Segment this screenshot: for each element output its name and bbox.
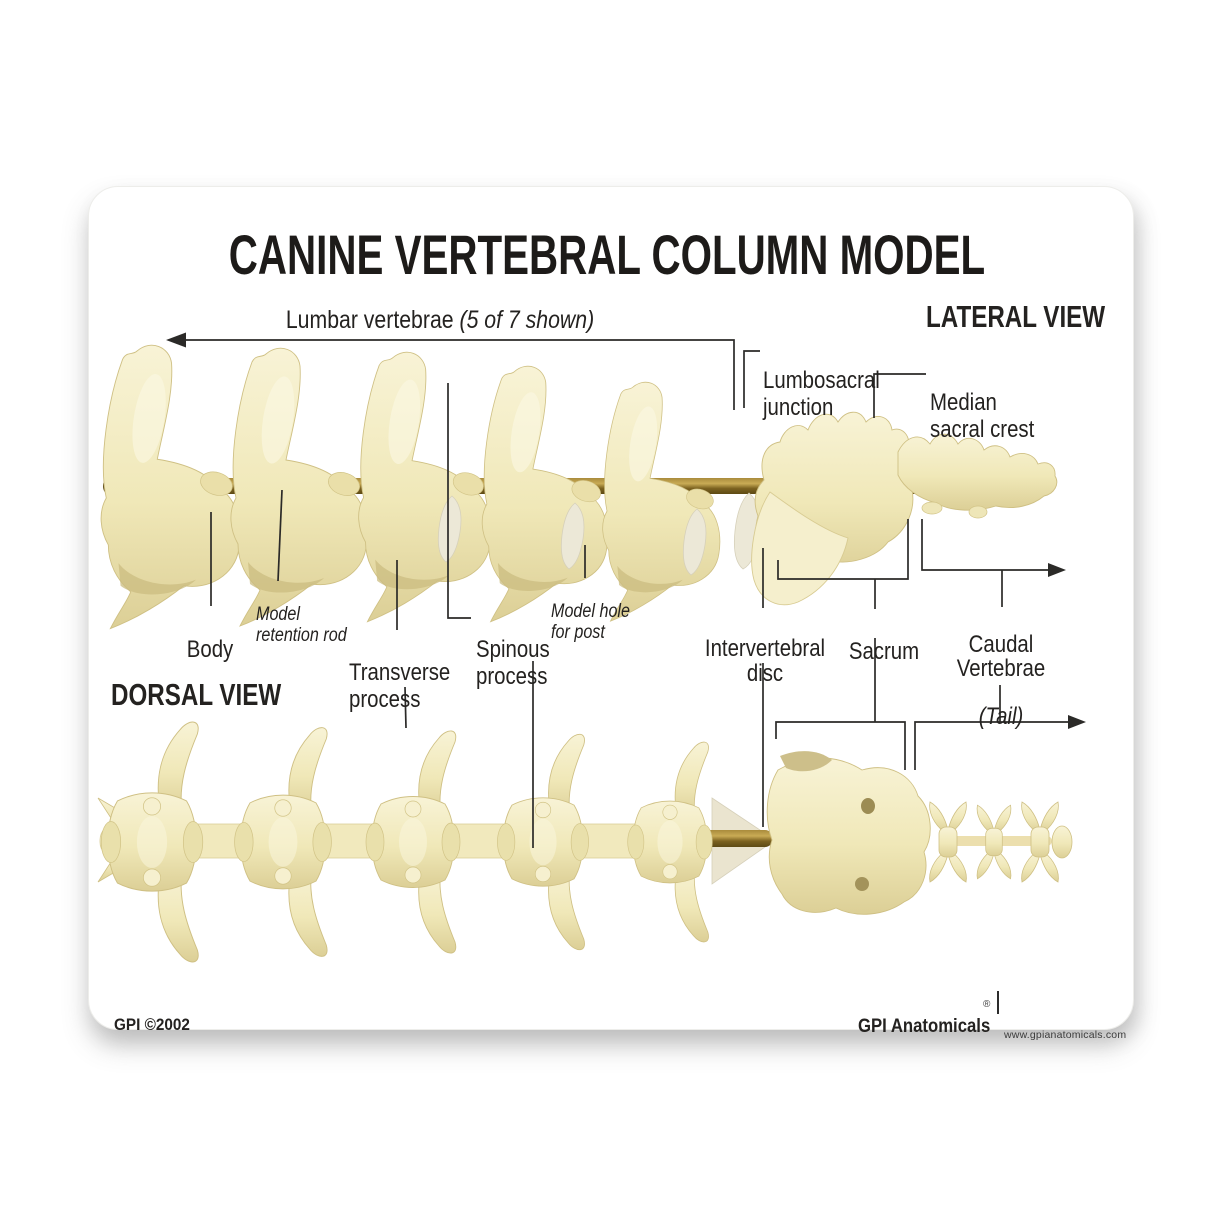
lumbar-vertebra [100, 344, 241, 630]
lumbosacral-junction-label: Lumbosacral junction [763, 367, 880, 421]
intervertebral-disc-label: Intervertebral disc [704, 635, 826, 687]
lumbosacral-leader [743, 350, 760, 408]
spinous-process-label: Spinous process [476, 636, 550, 690]
transverse-lower-leader [404, 686, 407, 729]
footer-divider [997, 991, 999, 1014]
lumbar-vertebra-dorsal [234, 727, 332, 957]
caudal-vertebrae-dorsal [929, 801, 1073, 883]
spinous-bracket [447, 383, 471, 619]
transverse-process-label: Transverse process [349, 659, 451, 713]
sacral-foramen [855, 877, 869, 891]
sacrum-upper-bracket [777, 519, 909, 580]
median-crest-leader [873, 373, 926, 418]
sacral-foramen [861, 798, 875, 814]
lumbar-vertebra-dorsal [100, 721, 204, 963]
lateral-view-heading: LATERAL VIEW [926, 299, 1106, 334]
left-arrowhead-icon [166, 332, 186, 348]
registered-mark: ® [983, 999, 991, 1010]
caudal-vertebrae-lateral [897, 433, 1058, 519]
leader-lines [172, 339, 1076, 848]
median-sacral-crest-label: Median sacral crest [930, 389, 1035, 443]
right-arrowhead-icon [1048, 563, 1066, 577]
sacrum-label: Sacrum [848, 638, 920, 665]
lumbar-vertebra [358, 351, 492, 623]
website-text: www.gpianatomicals.com [1004, 1029, 1127, 1041]
retention-rod-leader [277, 489, 283, 582]
model-hole-for-post-label: Model hole for post [551, 601, 631, 643]
lumbar-vertebrae-label: Lumbar vertebrae (5 of 7 shown) [285, 306, 595, 334]
sacrum-dorsal [766, 751, 931, 915]
lumbar-vertebra-dorsal [365, 730, 461, 954]
sacrum-lateral [751, 411, 918, 606]
lumbar-vertebra-dorsal [627, 741, 713, 943]
caudal-lower-arrow-line [914, 721, 1076, 770]
dorsal-view-model [97, 721, 1073, 963]
model-retention-rod-label: Model retention rod [256, 604, 347, 646]
brand-logo: GPI Anatomicals [858, 1016, 991, 1037]
body-label: Body [186, 636, 234, 663]
copyright-text: GPI ©2002 [114, 1015, 190, 1034]
right-arrowhead-icon [1068, 715, 1086, 729]
sacrum-lower-bracket [775, 721, 906, 770]
lateral-view-model [100, 344, 1058, 630]
caudal-vertebrae-label: Caudal Vertebrae (Tail) [956, 631, 1046, 730]
caudal-upper-arrow-line [921, 519, 1056, 571]
intervertebral-disc-shapes [437, 492, 761, 576]
page-title: CANINE VERTEBRAL COLUMN MODEL [228, 223, 986, 286]
dorsal-view-heading: DORSAL VIEW [111, 677, 282, 712]
lumbar-vertebra-dorsal [496, 733, 590, 951]
lumbar-span-line [172, 339, 735, 410]
